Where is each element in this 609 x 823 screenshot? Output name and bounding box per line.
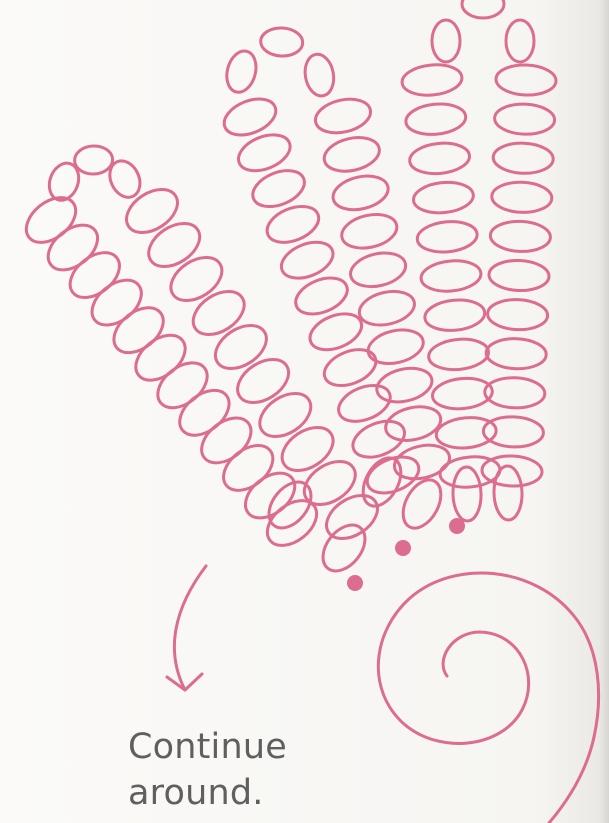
- chain-stitch-oval: [193, 409, 259, 472]
- instruction-caption: Continue around.: [128, 724, 338, 816]
- chain-stitch-oval: [18, 188, 84, 251]
- chain-stitch-oval: [119, 181, 186, 242]
- chain-stitch-oval: [84, 271, 150, 334]
- chain-stitch-oval: [493, 142, 554, 174]
- chain-stitch-oval: [423, 297, 486, 333]
- chain-stitch-oval: [141, 215, 208, 276]
- caption-line-continue: Continue: [128, 724, 338, 770]
- chain-stitch-oval: [490, 220, 551, 252]
- chain-stitch-oval: [149, 354, 215, 417]
- chain-stitch-oval: [432, 20, 460, 62]
- chain-stitch-oval: [452, 467, 481, 522]
- chain-stitch-oval: [420, 258, 483, 294]
- chain-stitch-oval: [105, 299, 171, 362]
- chain-stitch-oval: [487, 299, 548, 331]
- slip-stitch-dot: [347, 575, 363, 591]
- chain-stitch-oval: [312, 94, 374, 138]
- chain-stitch-oval: [486, 338, 547, 370]
- chain-stitch-oval: [302, 52, 337, 98]
- chain-stitch-oval: [330, 171, 392, 215]
- chain-stitch-oval: [297, 453, 364, 514]
- chain-stitch-oval: [427, 337, 490, 373]
- chain-stitch-oval: [491, 181, 552, 213]
- chain-stitch-oval: [62, 244, 128, 307]
- chain-stitch-oval: [408, 141, 471, 177]
- chain-stitch-oval: [171, 381, 237, 444]
- chain-stitch-oval: [488, 259, 549, 291]
- chain-stitch-oval: [481, 455, 542, 487]
- chain-stitch-oval: [404, 101, 467, 137]
- chain-stitch-oval: [208, 317, 275, 378]
- chain-stitch-oval: [395, 474, 448, 535]
- chain-stitch-oval: [40, 216, 106, 279]
- chain-stitch-oval: [347, 248, 409, 292]
- slip-stitch-dot: [449, 518, 465, 534]
- chain-stitch-oval: [252, 385, 319, 446]
- slip-stitch-dot: [395, 540, 411, 556]
- chain-stitch-oval: [260, 27, 303, 57]
- chain-stitch-oval: [163, 249, 230, 310]
- chain-stitch-oval: [374, 363, 436, 407]
- chain-stitch-oval: [483, 416, 544, 448]
- chain-stitch-oval: [215, 436, 281, 499]
- chain-stitch-oval: [493, 466, 522, 521]
- chain-stitch-oval: [495, 64, 556, 96]
- chain-stitch-oval: [356, 286, 418, 330]
- page-edge-shadow: [599, 0, 609, 823]
- chain-stitch-oval: [321, 133, 383, 177]
- chain-stitch-oval: [185, 283, 252, 344]
- chain-stitch-oval: [355, 452, 408, 513]
- chain-stitch-oval: [230, 351, 297, 412]
- chain-stitch-oval: [104, 156, 145, 202]
- chain-stitch-petals: [18, 0, 557, 579]
- chain-stitch-oval: [412, 180, 475, 216]
- chain-stitch-oval: [416, 219, 479, 255]
- chain-stitch-oval: [365, 325, 427, 369]
- chain-stitch-oval: [382, 402, 444, 446]
- chain-stitch-oval: [435, 415, 498, 451]
- chain-stitch-oval: [74, 145, 113, 175]
- caption-line-around: around.: [128, 770, 338, 816]
- chain-stitch-oval: [462, 0, 504, 18]
- spiral-center: [378, 573, 598, 823]
- chain-stitch-oval: [401, 62, 464, 98]
- continue-around-arrow: [174, 566, 206, 690]
- chain-stitch-oval: [259, 491, 325, 554]
- chain-stitch-oval: [494, 103, 555, 135]
- chain-stitch-oval: [222, 48, 260, 96]
- chain-stitch-oval: [127, 326, 193, 389]
- chain-stitch-oval: [506, 20, 534, 62]
- chain-stitch-oval: [315, 517, 374, 579]
- chain-stitch-oval: [338, 209, 400, 253]
- chain-stitch-oval: [274, 419, 341, 480]
